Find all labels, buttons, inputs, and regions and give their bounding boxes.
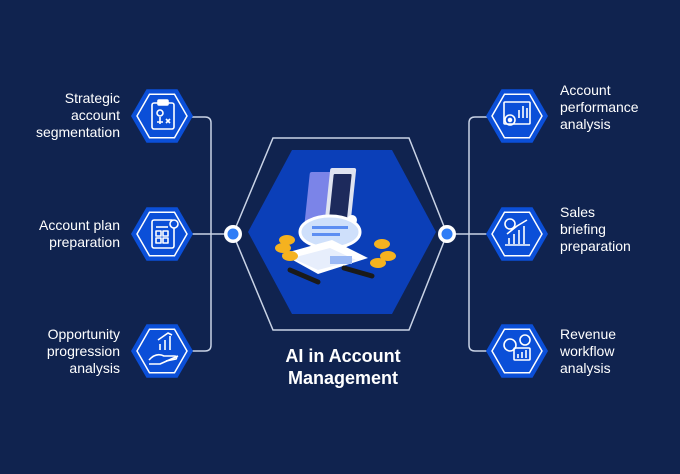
label-sales-briefing-preparation: Sales briefing preparation	[560, 204, 631, 254]
left-hexagon-3	[131, 324, 193, 378]
plan-document-icon	[151, 219, 179, 249]
growth-chart-hand-icon	[148, 332, 179, 365]
right-hexagon-2	[486, 207, 548, 261]
left-hexagon-2	[131, 207, 193, 261]
strategy-clipboard-icon	[151, 99, 175, 130]
right-hexagon-ring-2	[491, 211, 543, 257]
left-hexagon-ring-1	[136, 93, 188, 139]
sales-chart-coin-icon	[504, 218, 530, 246]
analytics-illustration	[275, 168, 396, 285]
right-hexagon-3	[486, 324, 548, 378]
right-hexagon-ring-1	[491, 93, 543, 139]
performance-chart-gear-icon	[503, 101, 531, 126]
left-hexagon-ring-3	[136, 328, 188, 374]
right-hexagon-1	[486, 89, 548, 143]
label-account-plan-preparation: Account plan preparation	[39, 217, 120, 250]
right-hexagon-ring-3	[491, 328, 543, 374]
center-title: AI in Account Management	[285, 346, 401, 388]
label-revenue-workflow-analysis: Revenue workflow analysis	[560, 326, 617, 376]
label-account-performance-analysis: Account performance analysis	[560, 82, 639, 132]
label-strategic-account-segmentation: Strategic account segmentation	[35, 90, 120, 140]
left-hexagon-ring-2	[136, 211, 188, 257]
revenue-workflow-icon	[503, 334, 531, 361]
label-opportunity-progression-analysis: Opportunity progression analysis	[46, 326, 120, 376]
